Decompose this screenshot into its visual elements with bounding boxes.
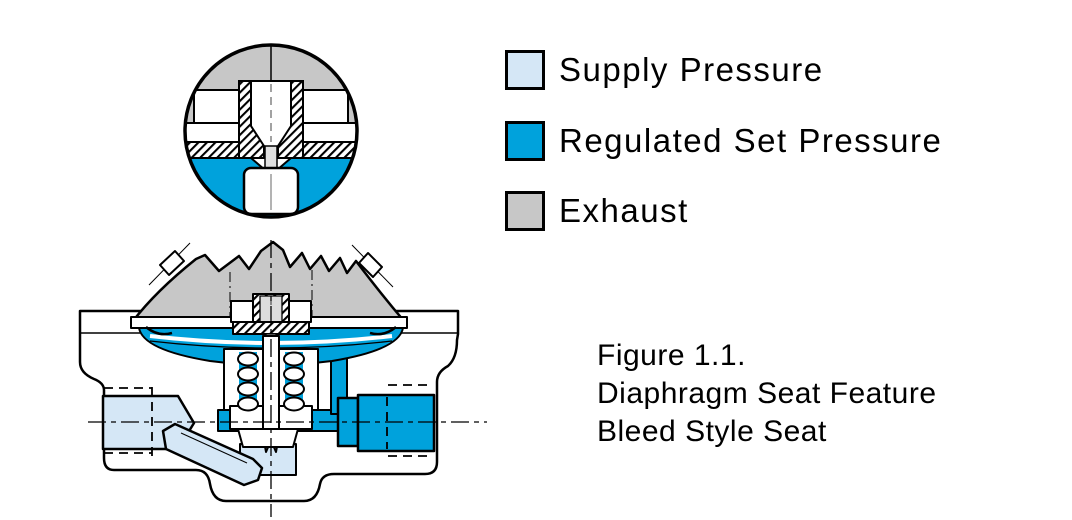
legend-label-exhaust: Exhaust [559,192,689,229]
spring-bonnet [131,240,406,323]
valve-seat-block [237,428,299,448]
valve-spring [237,351,305,412]
legend-swatch-regulated-set-pressure [505,121,545,161]
supply-diagonal-passage [161,422,264,487]
legend-swatch-supply-pressure [505,50,545,90]
bonnet-tab-left [159,250,185,276]
legend-item-exhaust: Exhaust [505,191,689,231]
inset-stem-tip [264,145,278,169]
legend-label-supply-pressure: Supply Pressure [559,51,824,88]
bonnet-tab-right [358,252,383,278]
legend-swatch-exhaust [505,191,545,231]
legend-label-regulated-set-pressure: Regulated Set Pressure [559,122,943,159]
seat-detail-inset [183,43,359,219]
legend-item-supply-pressure: Supply Pressure [505,50,824,90]
valve-cross-section [78,240,487,517]
inset-circle-outline [183,43,359,219]
regulated-outlet-port [356,393,436,453]
caption-line-3: Bleed Style Seat [597,415,827,448]
legend-item-regulated-set-pressure: Regulated Set Pressure [505,121,942,161]
hidden-lines [104,384,431,457]
centerlines [88,240,487,517]
caption-line-1: Figure 1.1. [597,339,746,372]
figure-caption: Figure 1.1. Diaphragm Seat Feature Bleed… [597,337,937,451]
caption-line-2: Diaphragm Seat Feature [597,377,937,410]
